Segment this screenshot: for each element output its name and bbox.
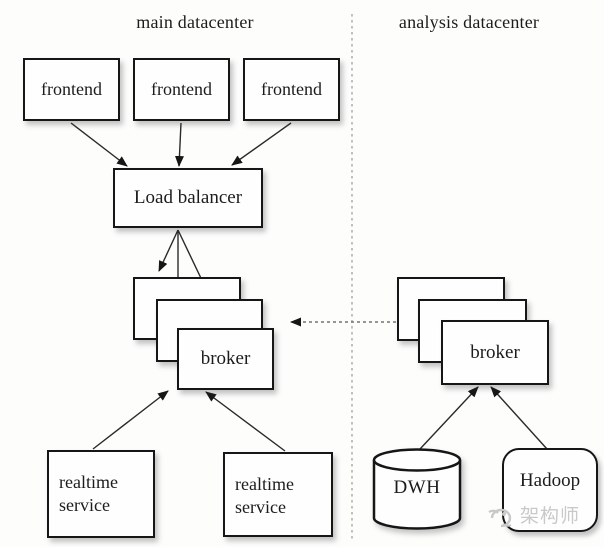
database-cylinder-icon	[372, 448, 462, 530]
frontend-node-1-label: frontend	[41, 79, 102, 99]
arrow-dwh-to-analysis-broker	[419, 386, 479, 450]
frontend-node-2-label: frontend	[151, 79, 212, 99]
watermark-logo-icon	[488, 508, 512, 527]
arrow-realtime1-to-broker	[92, 390, 169, 450]
frontend-node-1: frontend	[23, 58, 120, 121]
analysis-broker-node: broker	[441, 320, 549, 385]
dwh-label: DWH	[393, 477, 441, 498]
realtime-service-node-1: realtime service	[47, 450, 155, 538]
main-broker-node: broker	[177, 328, 274, 390]
arrow-frontend2-to-lb	[174, 122, 184, 167]
section-label-main-datacenter: main datacenter	[136, 12, 254, 32]
section-label-analysis-datacenter: analysis datacenter	[398, 12, 540, 32]
arrow-realtime2-to-broker	[205, 391, 286, 452]
arrow-frontend1-to-lb	[70, 122, 128, 167]
hadoop-node: Hadoop	[502, 448, 598, 532]
watermark-text: 架构师	[520, 505, 581, 527]
arrow-lb-to-broker-back	[158, 229, 179, 272]
realtime-service-1-label: realtime service	[59, 472, 118, 515]
watermark: 架构师	[488, 501, 580, 528]
frontend-node-2: frontend	[133, 58, 230, 121]
hadoop-label: Hadoop	[519, 470, 581, 491]
arrow-frontend3-to-lb	[231, 122, 292, 166]
load-balancer-label: Load balancer	[133, 187, 243, 208]
arrow-hadoop-to-analysis-broker	[490, 386, 548, 450]
frontend-node-3-label: frontend	[261, 79, 322, 99]
load-balancer-node: Load balancer	[113, 168, 263, 228]
realtime-service-node-2: realtime service	[223, 452, 333, 537]
main-broker-label: broker	[200, 348, 251, 369]
realtime-service-2-label: realtime service	[235, 474, 294, 517]
frontend-node-3: frontend	[243, 58, 340, 121]
dwh-cylinder-node: DWH	[372, 447, 462, 532]
analysis-broker-label: broker	[470, 341, 520, 363]
